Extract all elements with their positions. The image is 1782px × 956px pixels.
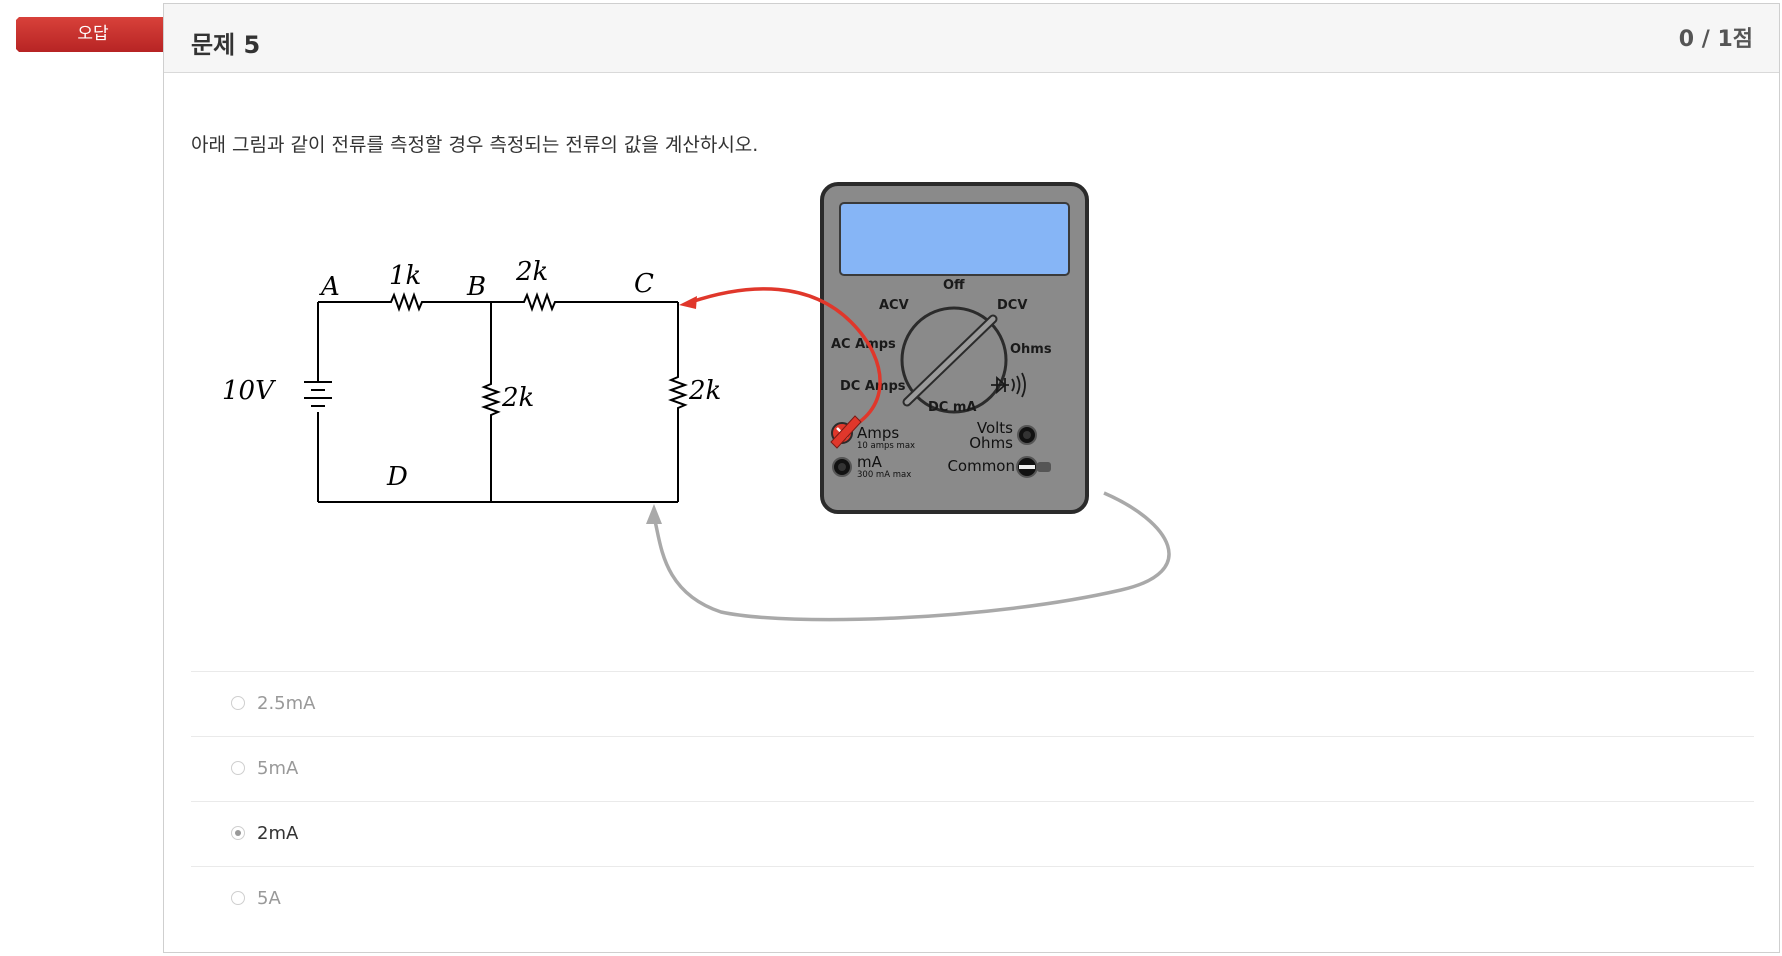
source-label: 10V: [222, 376, 276, 406]
answer-option[interactable]: 2.5mA: [191, 672, 1754, 737]
question-header: 문제 5 0 / 1점: [164, 4, 1779, 73]
red-lead-arrowhead: [679, 296, 697, 309]
jack-label-ma: mA: [857, 453, 883, 471]
option-label: 5mA: [257, 758, 299, 779]
dial-label-dc-ma: DC mA: [928, 400, 976, 415]
resistor-2k-top-label: 2k: [515, 257, 548, 287]
option-label: 2mA: [257, 823, 299, 844]
dial-label-off: Off: [943, 278, 965, 293]
resistor-2k-middle: [481, 302, 501, 502]
jack-label-ohms: Ohms: [969, 434, 1013, 452]
black-lead-arrowhead: [646, 504, 662, 524]
radio-button-selected[interactable]: [231, 826, 245, 840]
answer-options: 2.5mA 5mA 2mA 5A: [191, 671, 1754, 931]
dial-label-ac-amps: AC Amps: [831, 337, 896, 352]
resistor-1k: [318, 292, 491, 312]
option-label: 5A: [257, 888, 281, 909]
question-score: 0 / 1점: [1678, 27, 1753, 52]
dial-label-dc-amps: DC Amps: [840, 379, 906, 394]
answer-option[interactable]: 5mA: [191, 737, 1754, 802]
dial-label-acv: ACV: [879, 298, 909, 313]
red-lead-plug: [830, 415, 862, 449]
black-test-lead: [652, 491, 1171, 622]
jack-label-common: Common: [947, 457, 1015, 475]
node-a-label: A: [319, 272, 340, 302]
resistor-2k-right-label: 2k: [688, 376, 721, 406]
option-label: 2.5mA: [257, 693, 316, 714]
resistor-1k-label: 1k: [389, 261, 421, 291]
question-card: 문제 5 0 / 1점 아래 그림과 같이 전류를 측정할 경우 측정되는 전류…: [163, 3, 1780, 953]
question-text: 아래 그림과 같이 전류를 측정할 경우 측정되는 전류의 값을 계산하시오.: [191, 134, 759, 156]
answer-option-selected[interactable]: 2mA: [191, 802, 1754, 867]
question-title: 문제 5: [191, 31, 261, 59]
jack-label-volts: Volts: [977, 419, 1013, 437]
answer-option[interactable]: 5A: [191, 867, 1754, 931]
resistor-2k-middle-label: 2k: [501, 383, 534, 413]
battery-symbol: [304, 381, 332, 407]
black-lead-plug: [1037, 462, 1051, 472]
radio-button[interactable]: [231, 696, 245, 710]
multimeter-display: [839, 202, 1070, 276]
badge-label: 오답: [77, 24, 109, 44]
node-b-label: B: [466, 272, 486, 302]
radio-button[interactable]: [231, 891, 245, 905]
jack-label-amps: Amps: [857, 424, 899, 442]
dial-label-dcv: DCV: [997, 298, 1027, 313]
node-c-label: C: [634, 269, 654, 299]
badge-arrow-shape: [16, 17, 184, 52]
circuit-diagram: [317, 292, 688, 503]
incorrect-badge: 오답: [16, 17, 184, 52]
multimeter: Off ACV DCV AC Amps Ohms DC Amps DC mA: [820, 182, 1089, 514]
circuit-multimeter-figure: A 1k B 2k C 10V 2k 2k D Off ACV DCV AC: [222, 182, 1171, 622]
resistor-2k-right: [668, 302, 688, 502]
question-figure: A 1k B 2k C 10V 2k 2k D Off ACV DCV AC: [191, 172, 1181, 636]
red-test-lead: [690, 287, 882, 433]
jack-label-amps-max: 10 amps max: [857, 441, 915, 451]
jack-label-ma-max: 300 mA max: [857, 470, 911, 480]
radio-button[interactable]: [231, 761, 245, 775]
resistor-2k-top: [491, 292, 678, 312]
dial-label-ohms: Ohms: [1010, 342, 1052, 357]
node-d-label: D: [386, 462, 408, 492]
diode-continuity-icon: [991, 372, 1026, 398]
